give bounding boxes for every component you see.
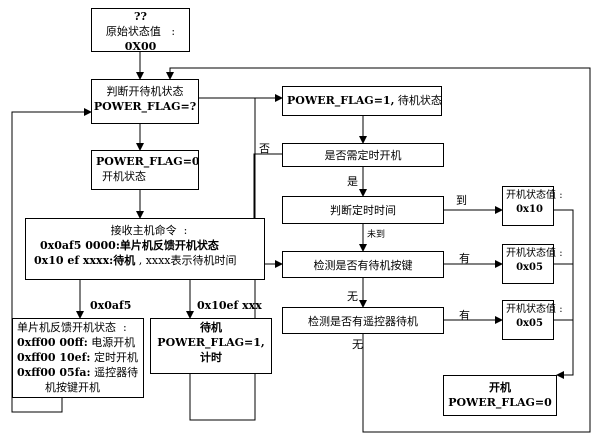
power-flag1-line: POWER_FLAG=1, 待机状态 <box>287 93 442 108</box>
arrow-remote-none <box>166 67 591 433</box>
mcu-feedback-title-colon: : <box>123 321 127 334</box>
label-cmd-10ef: 0x10ef xxx <box>197 299 262 312</box>
mcu-feedback-line2: 0xff00 00ff: 电源开机 <box>17 335 143 350</box>
receive-cmd-line3-code: 0x10 ef xxxx: <box>34 254 114 267</box>
standby-title: 待机 <box>200 321 222 334</box>
need-timer-box: 是否需定时开机 <box>282 143 444 167</box>
power-flag0-state: 开机状态 <box>102 170 146 183</box>
detect-key-text: 检测是否有待机按键 <box>313 259 413 272</box>
detect-remote-text: 检测是否有遥控器待机 <box>308 315 418 328</box>
detect-remote-box: 检测是否有遥控器待机 <box>282 307 444 334</box>
state-10-colon: : <box>559 190 563 201</box>
boot-title: 开机 <box>489 381 511 394</box>
label-not-reach: 未到 <box>367 230 386 240</box>
start-box: ?? 原始状态值 : 0X00 <box>91 8 190 53</box>
state-05b-colon: : <box>559 304 563 315</box>
receive-cmd-title: 接收主机命令 : <box>34 223 264 238</box>
standby-flag: POWER_FLAG=1, <box>157 336 265 349</box>
state-05b-value: 0x05 <box>516 318 543 329</box>
power-flag1-state: 待机状态 <box>397 94 442 107</box>
receive-cmd-title-colon: : <box>183 224 188 237</box>
judge-timer-text: 判断定时时间 <box>330 204 396 217</box>
label-none-remote: 无 <box>352 338 363 351</box>
state-05b-label-text: 开机状态值 <box>506 304 556 315</box>
judge-power-box: 判断开待机状态 POWER_FLAG=? <box>91 79 199 124</box>
state-05b-label: 开机状态值 : <box>506 303 563 317</box>
mcu-feedback-desc1: 电源开机 <box>91 336 136 349</box>
standby-timer: 计时 <box>200 351 222 364</box>
receive-cmd-line2: 0x0af5 0000:单片机反馈开机状态 <box>40 239 219 252</box>
start-label-text: 原始状态值 <box>105 25 161 38</box>
label-reach: 到 <box>456 194 467 207</box>
arrow-mcu-to-judge <box>11 108 92 413</box>
start-label-colon: : <box>171 25 176 38</box>
start-value: 0X00 <box>124 40 157 53</box>
label-none-key: 无 <box>347 290 358 303</box>
boot-box: 开机 POWER_FLAG=0 <box>443 375 557 416</box>
state-05a-label: 开机状态值 : <box>506 247 563 261</box>
judge-timer-box: 判断定时时间 <box>282 196 444 224</box>
receive-cmd-line3: 0x10 ef xxxx:待机 , xxxx表示待机时间 <box>34 253 264 268</box>
power-flag1-value: POWER_FLAG=1, <box>287 94 395 107</box>
mcu-feedback-title: 单片机反馈开机状态 : <box>17 320 143 335</box>
power-flag1-box: POWER_FLAG=1, 待机状态 <box>282 86 442 116</box>
state-05a-box: 开机状态值 : 0x05 <box>502 244 563 284</box>
need-timer-text: 是否需定时开机 <box>324 149 402 162</box>
state-10-box: 开机状态值 : 0x10 <box>502 186 563 226</box>
mcu-feedback-line5: 机按键开机 <box>45 381 100 394</box>
state-10-label: 开机状态值 : <box>506 189 563 203</box>
label-no-timer: 否 <box>259 142 270 155</box>
arrow-need-no <box>253 153 283 268</box>
power-flag0-box: POWER_FLAG=0 开机状态 <box>91 150 200 190</box>
state-05a-label-text: 开机状态值 <box>506 248 556 259</box>
mcu-feedback-title-text: 单片机反馈开机状态 <box>17 321 116 334</box>
mcu-feedback-box: 单片机反馈开机状态 : 0xff00 00ff: 电源开机 0xff00 10e… <box>12 318 144 398</box>
mcu-feedback-code3: 0xff00 05fa: <box>17 366 91 379</box>
arrow-state10-to-boot <box>554 209 574 379</box>
label-yes-timer: 是 <box>347 175 358 188</box>
standby-box: 待机 POWER_FLAG=1, 计时 <box>150 318 272 374</box>
label-have-key: 有 <box>459 252 470 265</box>
boot-flag: POWER_FLAG=0 <box>448 396 552 409</box>
judge-power-title: 判断开待机状态 <box>106 85 184 98</box>
start-label: 原始状态值 : <box>92 24 189 39</box>
label-have-remote: 有 <box>459 309 470 322</box>
judge-power-flag: POWER_FLAG=? <box>93 100 197 113</box>
state-05a-colon: : <box>559 248 563 259</box>
label-cmd-0af5: 0x0af5 <box>90 299 132 312</box>
mcu-feedback-code2: 0xff00 10ef: <box>17 351 91 364</box>
mcu-feedback-line4: 0xff00 05fa: 遥控器待 <box>17 365 143 380</box>
mcu-feedback-desc3: 遥控器待 <box>94 366 139 379</box>
mcu-feedback-desc2: 定时开机 <box>93 351 138 364</box>
state-05a-value: 0x05 <box>516 262 543 273</box>
state-10-label-text: 开机状态值 <box>506 190 556 201</box>
power-flag0-value: POWER_FLAG=0 <box>96 155 200 168</box>
state-10-value: 0x10 <box>516 204 543 215</box>
receive-cmd-box: 接收主机命令 : 0x0af5 0000:单片机反馈开机状态 0x10 ef x… <box>25 218 265 280</box>
mcu-feedback-line3: 0xff00 10ef: 定时开机 <box>17 350 143 365</box>
receive-cmd-line3-desc: , xxxx表示待机时间 <box>138 254 237 267</box>
receive-cmd-title-text: 接收主机命令 <box>110 224 177 237</box>
detect-key-box: 检测是否有待机按键 <box>282 251 444 278</box>
state-05b-box: 开机状态值 : 0x05 <box>502 300 563 340</box>
mcu-feedback-code1: 0xff00 00ff: <box>17 336 88 349</box>
receive-cmd-line3-standby: 待机 <box>113 254 136 267</box>
start-title: ?? <box>134 10 147 23</box>
